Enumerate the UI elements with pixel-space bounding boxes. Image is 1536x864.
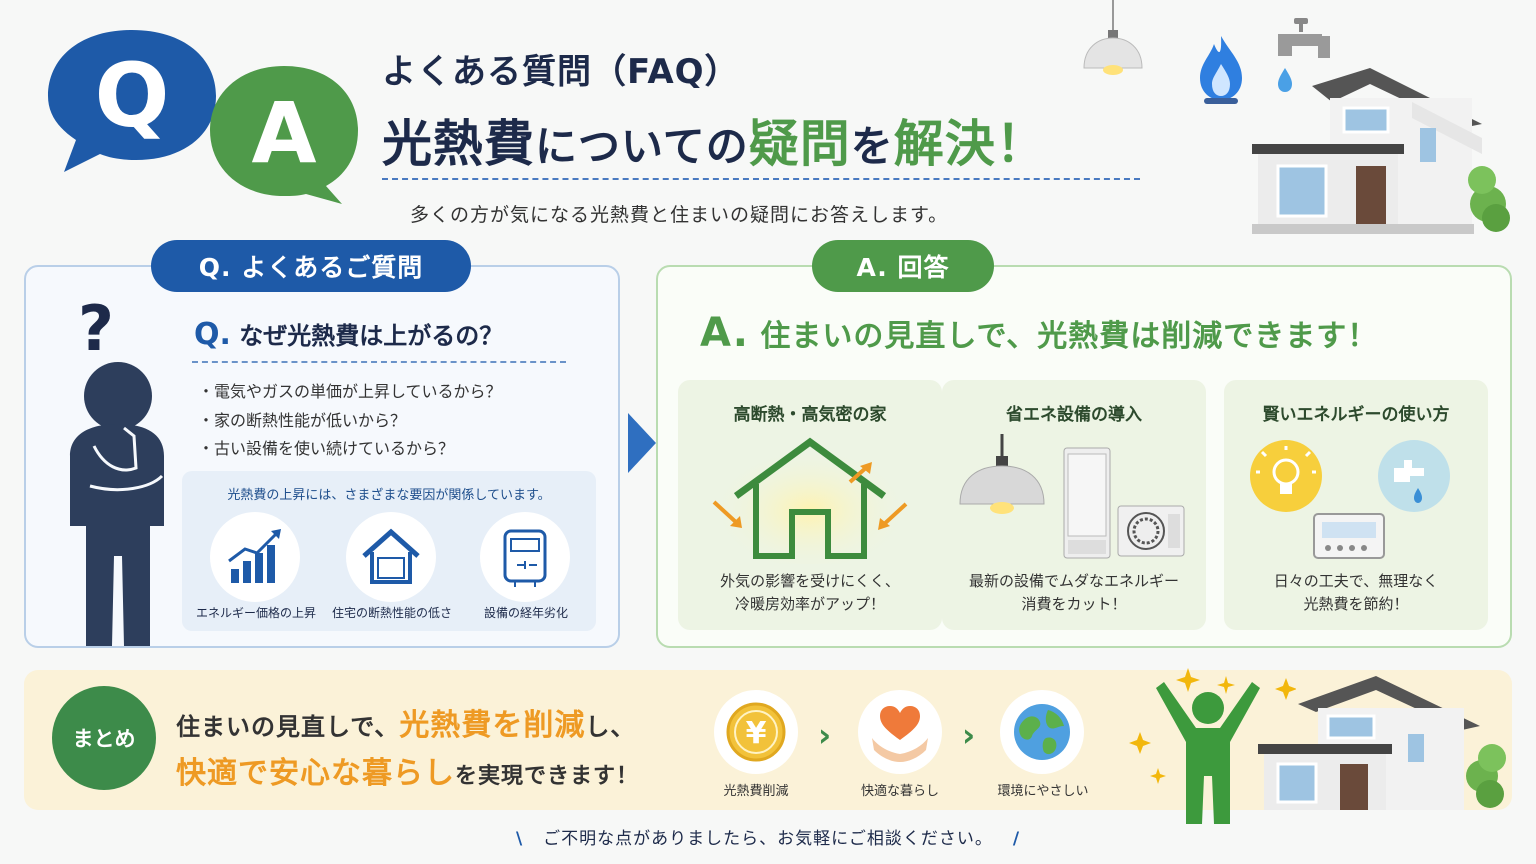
title-divider [382, 178, 1140, 180]
factor-circle-insulation [346, 512, 436, 602]
list-item: 電気やガスの単価が上昇しているから？ [198, 378, 502, 407]
a-speech-bubble: A [210, 66, 358, 204]
summary-highlight: 光熱費を削減 [399, 708, 586, 743]
smart-energy-icon [1250, 440, 1450, 559]
factor-circle-price [210, 512, 300, 602]
list-item: 古い設備を使い続けているから？ [198, 435, 502, 464]
earth-icon [1014, 704, 1070, 760]
factor-note: 光熱費の上昇には、さまざまな要因が関係しています。 [227, 488, 551, 503]
title-part5: 解決 [893, 115, 996, 173]
factor-circle-aging [480, 512, 570, 602]
house-illustration [1252, 68, 1510, 234]
q-speech-bubble: Q [48, 30, 216, 172]
card-desc-line: 外気の影響を受けにくく、 [720, 572, 900, 590]
question-tag: Q. よくあるご質問 [151, 240, 471, 292]
factor-label: 設備の経年劣化 [483, 606, 568, 620]
svg-text:¥: ¥ [746, 716, 767, 751]
question-prefix: Q. [194, 317, 231, 352]
a-letter: A [251, 84, 316, 182]
benefit-circle-comfort [858, 690, 942, 774]
summary-line1: 住まいの見直しで、光熱費を削減し、 [176, 700, 635, 744]
summary-text: 住まいの見直しで、 [176, 713, 400, 741]
title-part4: を [850, 122, 894, 171]
footer-text: ご不明な点がありましたら、お気軽にご相談ください。 [543, 829, 993, 849]
card-description: 最新の設備でムダなエネルギー 消費をカット！ [942, 570, 1206, 616]
benefit-circle-eco [1000, 690, 1084, 774]
house-outline-icon [362, 528, 420, 584]
factor-label: エネルギー価格の上昇 [195, 606, 316, 620]
right-arrow-icon [628, 413, 656, 473]
card-title: 省エネ設備の導入 [1006, 405, 1142, 425]
benefit-label: 快適な暮らし [860, 784, 939, 799]
card-title: 高断熱・高気密の家 [733, 405, 887, 425]
yen-coin-icon: ¥ [726, 702, 786, 762]
faq-label: よくある質問（FAQ） [382, 52, 740, 92]
list-item: 家の断熱性能が低いから？ [198, 407, 502, 436]
answer-heading: A. 住まいの見直しで、光熱費は削減できます！ [700, 310, 1378, 356]
heart-hands-icon [872, 706, 928, 762]
factor-label: 住宅の断熱性能の低さ [331, 606, 452, 620]
question-divider [192, 361, 566, 363]
house-small-illustration [1258, 676, 1506, 810]
title-part6: ！ [995, 115, 1047, 173]
insulated-house-icon [710, 437, 910, 564]
footer-slash-right: / [1012, 829, 1021, 849]
title-part2: についての [535, 122, 749, 171]
rising-bar-chart-icon [228, 529, 281, 583]
card-title: 賢いエネルギーの使い方 [1262, 405, 1450, 425]
card-desc-line: 日々の工夫で、無理なく [1273, 572, 1439, 590]
chevron-right-icon: › [818, 716, 832, 754]
question-heading: Q. なぜ光熱費は上がるの？ [194, 316, 503, 352]
benefit-label: 環境にやさしい [997, 784, 1089, 799]
svg-text:?: ? [78, 296, 114, 365]
card-description: 日々の工夫で、無理なく 光熱費を節約！ [1224, 570, 1488, 616]
water-heater-icon [503, 529, 547, 587]
footer-slash-left: \ [515, 829, 524, 849]
title-part3: 疑問 [748, 115, 851, 173]
chevron-right-icon: › [962, 716, 976, 754]
card-desc-line: 冷暖房効率がアップ！ [734, 595, 885, 613]
title-part1: 光熱費 [382, 115, 535, 173]
card-desc-line: 消費をカット！ [1021, 595, 1127, 613]
summary-highlight: 快適で安心な暮らし [176, 756, 455, 791]
page-title: 光熱費についての疑問を解決！ [382, 104, 1047, 176]
card-description: 外気の影響を受けにくく、 冷暖房効率がアップ！ [678, 570, 942, 616]
summary-line2: 快適で安心な暮らしを実現できます！ [176, 748, 639, 792]
benefit-circle-cost: ¥ [714, 690, 798, 774]
question-bullet-list: 電気やガスの単価が上昇しているから？ 家の断熱性能が低いから？ 古い設備を使い続… [198, 378, 502, 464]
summary-badge: まとめ [52, 686, 156, 790]
faucet-drop-icon [1278, 18, 1330, 92]
summary-text: を実現できます！ [455, 764, 640, 789]
answer-text: 住まいの見直しで、光熱費は削減できます！ [760, 319, 1379, 354]
card-desc-line: 最新の設備でムダなエネルギー [968, 572, 1179, 590]
question-text: なぜ光熱費は上がるの？ [239, 322, 504, 350]
footer-message: \ ご不明な点がありましたら、お気軽にご相談ください。 / [0, 824, 1536, 849]
subtitle: 多くの方が気になる光熱費と住まいの疑問にお答えします。 [410, 204, 949, 226]
energy-saving-equipment-icon [959, 434, 1185, 559]
pendant-lamp-icon [1083, 0, 1143, 75]
q-letter: Q [95, 44, 170, 147]
thinking-person-icon: ? [70, 296, 164, 646]
benefit-label: 光熱費削減 [723, 784, 789, 799]
answer-tag: A. 回答 [812, 240, 994, 292]
card-desc-line: 光熱費を節約！ [1303, 595, 1409, 613]
cheering-person-icon [1129, 668, 1296, 824]
summary-text: し、 [585, 713, 636, 741]
answer-prefix: A. [700, 310, 749, 356]
gas-flame-icon [1200, 36, 1242, 104]
